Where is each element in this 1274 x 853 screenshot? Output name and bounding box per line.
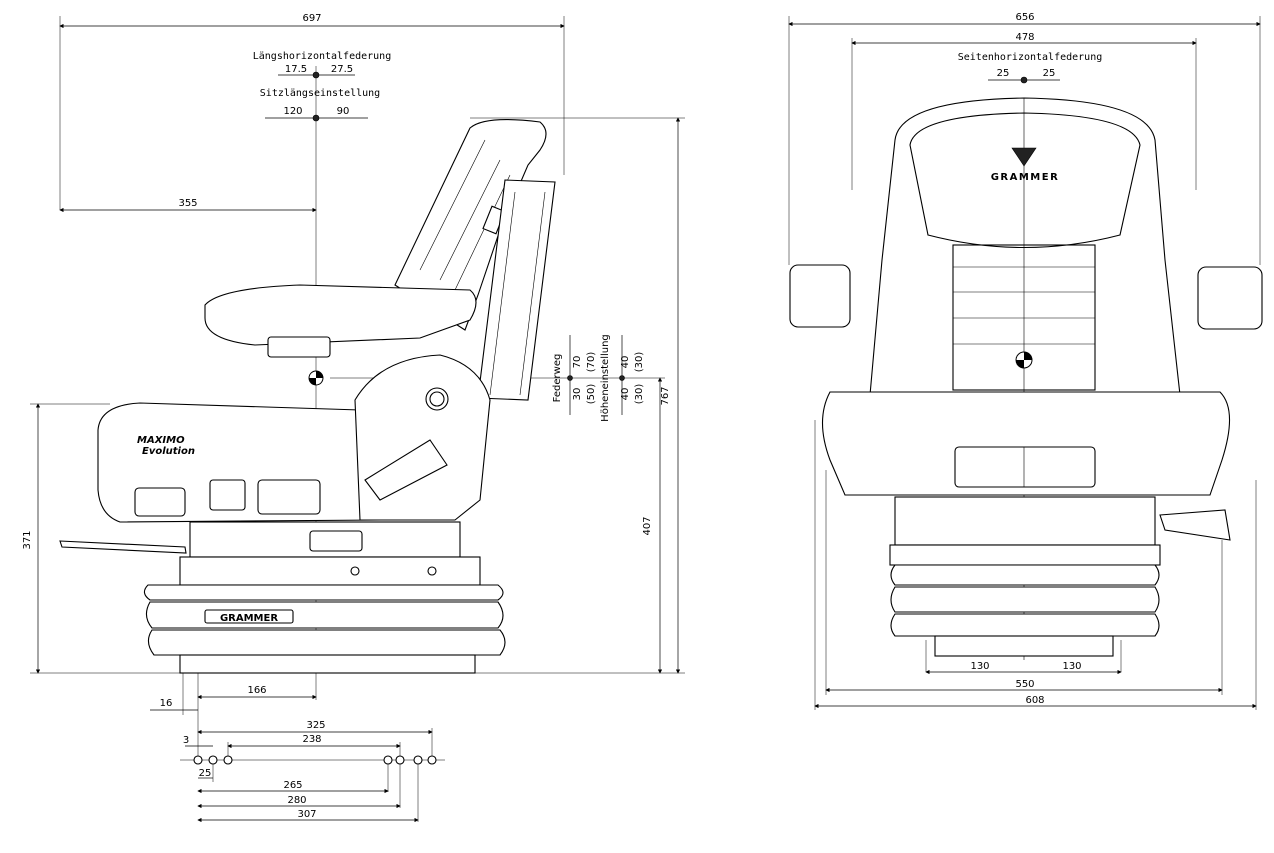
- dim-label: 120: [283, 106, 302, 117]
- dim-label: 371: [22, 530, 33, 549]
- dim-federweg: Federweg 70 30 (70) (50): [552, 335, 597, 415]
- seat-side-outline: MAXIMO Evolution: [59, 119, 556, 674]
- marker-dot: [312, 114, 320, 122]
- dim-base-offsets: 16 166: [150, 673, 317, 760]
- dim-label: 30: [572, 388, 583, 401]
- label-sitzlaengseinstellung: Sitzlängseinstellung: [260, 88, 380, 99]
- dim-hoeheneinstellung: Höheneinstellung 40 40 (30) (30): [600, 334, 645, 422]
- dim-label: 17.5: [285, 64, 307, 75]
- dim-label: 3: [183, 735, 189, 746]
- dim-label: 697: [302, 13, 321, 24]
- brand-logo-front: GRAMMER: [991, 172, 1060, 183]
- dim-label: 166: [247, 685, 266, 696]
- dim-sitzlaengseinstellung: Sitzlängseinstellung 120 90: [260, 88, 380, 119]
- dim-label: 407: [642, 516, 653, 535]
- hole-pattern: 325 3 238 25 265 280 307: [180, 720, 445, 823]
- mounting-hole: [193, 755, 203, 765]
- mounting-hole: [427, 755, 437, 765]
- dim-label: (30): [634, 384, 645, 405]
- dim-label: 40: [620, 356, 631, 369]
- dim-laengshorizontalfederung: Längshorizontalfederung 17.5 27.5: [253, 51, 391, 76]
- dim-label: 265: [283, 780, 302, 791]
- marker-dot: [312, 71, 320, 79]
- label-hoeheneinstellung: Höheneinstellung: [600, 334, 611, 422]
- mounting-hole: [223, 755, 233, 765]
- front-view: 656 478 Seitenhorizontalfederung 25 25 G…: [788, 12, 1263, 710]
- dim-label: 25: [1043, 68, 1056, 79]
- dim-label: 40: [620, 388, 631, 401]
- dim-label: 307: [297, 809, 316, 820]
- mounting-hole: [383, 755, 393, 765]
- dim-overall-length: 697: [59, 13, 565, 210]
- mounting-hole: [208, 755, 218, 765]
- dim-seitenhorizontalfederung: Seitenhorizontalfederung 25 25: [958, 52, 1103, 84]
- mounting-hole: [395, 755, 405, 765]
- label-seitenhorizontalfederung: Seitenhorizontalfederung: [958, 52, 1103, 63]
- dim-backrest-width: 478: [851, 32, 1197, 190]
- dim-label: 238: [302, 734, 321, 745]
- mounting-hole: [413, 755, 423, 765]
- model-logo-line2: Evolution: [142, 446, 195, 457]
- dim-label: 130: [1062, 661, 1081, 672]
- dim-label: (30): [634, 352, 645, 373]
- dim-label: 25: [199, 768, 212, 779]
- dim-label: 27.5: [331, 64, 353, 75]
- dim-label: 25: [997, 68, 1010, 79]
- dim-height-total: 767: [470, 117, 685, 674]
- dim-label: 608: [1025, 695, 1044, 706]
- dim-label: 355: [178, 198, 197, 209]
- seat-front-outline: GRAMMER: [789, 97, 1263, 660]
- dim-label: 16: [160, 698, 173, 709]
- dim-base-front: 130 130 550 608: [814, 420, 1257, 710]
- label-laengshorizontalfederung: Längshorizontalfederung: [253, 51, 391, 62]
- dim-height-front: 371: [22, 403, 110, 674]
- dim-label: 90: [337, 106, 350, 117]
- label-federweg: Federweg: [552, 354, 563, 403]
- dim-label: 325: [306, 720, 325, 731]
- dim-label: 280: [287, 795, 306, 806]
- dim-label: (70): [586, 352, 597, 373]
- dim-label: 130: [970, 661, 989, 672]
- brand-plate-side: GRAMMER: [220, 613, 278, 624]
- dim-label: 767: [660, 386, 671, 405]
- dim-cog-from-front: 355: [59, 198, 317, 213]
- side-view: 697 Längshorizontalfederung 17.5 27.5 Si…: [22, 13, 685, 760]
- dim-label: 550: [1015, 679, 1034, 690]
- dim-label: 656: [1015, 12, 1034, 23]
- dim-label: 70: [572, 356, 583, 369]
- dim-label: 478: [1015, 32, 1034, 43]
- dim-label: (50): [586, 384, 597, 405]
- dim-overall-width: 656: [788, 12, 1261, 265]
- model-logo-line1: MAXIMO: [137, 435, 185, 446]
